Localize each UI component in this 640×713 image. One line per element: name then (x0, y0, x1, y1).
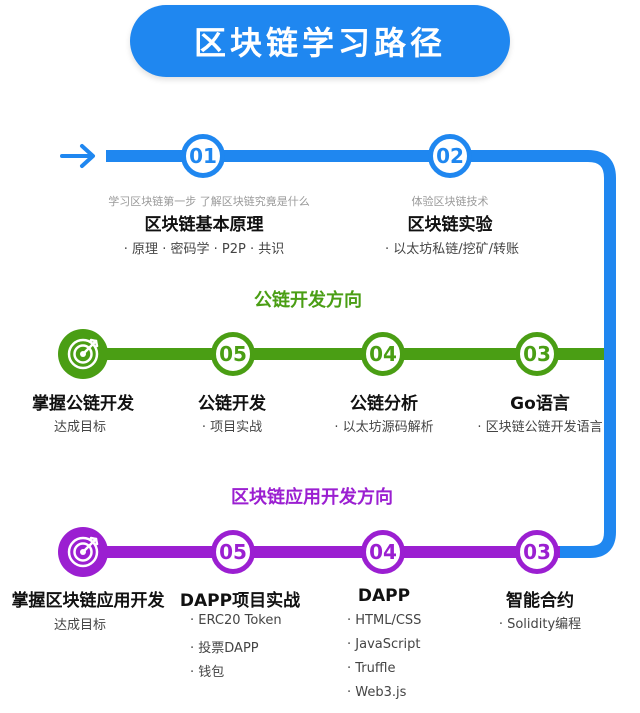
step-items: · 区块链公链开发语言 (477, 420, 603, 435)
step-heading: 公链分析 (350, 394, 418, 414)
goal-node-dapp (58, 527, 108, 577)
goal-node-public-chain (58, 329, 108, 379)
step-heading: DAPP (357, 586, 411, 606)
step-node-05: 05 (211, 332, 255, 376)
section-label-dapp: 区块链应用开发方向 (231, 487, 393, 508)
step-node-01: 01 (181, 134, 225, 178)
step-node-04: 04 (361, 530, 405, 574)
goal-items: 达成目标 (53, 618, 107, 633)
list-item: · 投票DAPP (190, 641, 259, 656)
step-items: · 以太坊私链/挖矿/转账 (384, 242, 520, 257)
page-title-text: 区块链学习路径 (193, 24, 446, 62)
list-item: · JavaScript (347, 637, 421, 652)
list-item: · 钱包 (190, 665, 225, 680)
step-subtitle: 学习区块链第一步 了解区块链究竟是什么 (108, 195, 310, 208)
step-heading: 智能合约 (506, 591, 574, 611)
step-items: · Solidity编程 (498, 617, 582, 632)
goal-items: 达成目标 (53, 420, 107, 435)
step-items-list: · HTML/CSS · JavaScript · Truffle · Web3… (347, 613, 421, 709)
step-heading: 公链开发 (198, 394, 266, 414)
list-item: · ERC20 Token (190, 613, 282, 628)
step-heading: 区块链实验 (407, 215, 493, 235)
step-heading: DAPP项目实战 (179, 591, 301, 611)
list-item: · Web3.js (347, 685, 407, 700)
step-items: · 原理 · 密码学 · P2P · 共识 (123, 242, 285, 257)
page-title: 区块链学习路径 (130, 5, 510, 77)
step-number: 05 (219, 540, 247, 564)
step-node-03: 03 (515, 530, 559, 574)
step-number: 03 (523, 342, 551, 366)
step-number: 04 (369, 342, 397, 366)
step-number: 04 (369, 540, 397, 564)
list-item: · Truffle (347, 661, 396, 676)
step-subtitle: 体验区块链技术 (411, 195, 489, 208)
step-heading: Go语言 (510, 394, 570, 414)
step-node-04: 04 (361, 332, 405, 376)
blue-path (106, 150, 616, 558)
step-heading: 区块链基本原理 (144, 215, 264, 235)
target-icon (67, 338, 99, 370)
goal-heading: 掌握区块链应用开发 (11, 591, 165, 611)
list-item: · HTML/CSS (347, 613, 422, 628)
step-number: 05 (219, 342, 247, 366)
step-number: 02 (436, 144, 464, 168)
step-node-03: 03 (515, 332, 559, 376)
step-items: · 以太坊源码解析 (334, 420, 434, 435)
step-number: 01 (189, 144, 217, 168)
entry-arrow-icon (60, 144, 95, 168)
step-items-list: · ERC20 Token · 投票DAPP · 钱包 (190, 613, 282, 685)
step-node-02: 02 (428, 134, 472, 178)
step-number: 03 (523, 540, 551, 564)
section-label-public-chain: 公链开发方向 (254, 290, 362, 311)
target-icon (67, 536, 99, 568)
step-node-05: 05 (211, 530, 255, 574)
step-items: · 项目实战 (201, 420, 263, 435)
goal-heading: 掌握公链开发 (32, 394, 134, 414)
